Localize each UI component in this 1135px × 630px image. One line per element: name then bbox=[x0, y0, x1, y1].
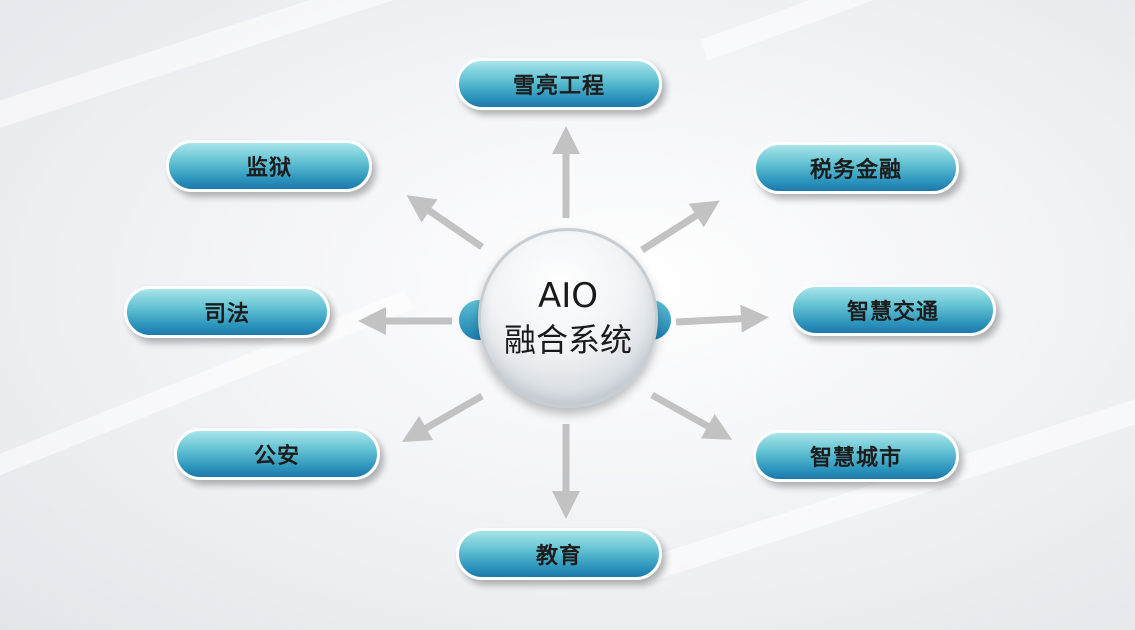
node-bottom-right: 智慧城市 bbox=[753, 430, 959, 482]
hub-title: AIO bbox=[537, 276, 599, 316]
node-left: 司法 bbox=[124, 286, 330, 338]
node-top-right: 税务金融 bbox=[753, 142, 959, 194]
node-top: 雪亮工程 bbox=[456, 58, 662, 110]
node-right: 智慧交通 bbox=[790, 284, 996, 336]
hub-circle: AIO 融合系统 bbox=[478, 228, 658, 408]
node-bottom: 教育 bbox=[456, 528, 662, 580]
hub-subtitle: 融合系统 bbox=[503, 321, 632, 359]
arrow-right bbox=[675, 304, 769, 333]
arrow-down-left bbox=[401, 392, 484, 442]
node-top-left: 监狱 bbox=[166, 140, 372, 192]
arrow-up-left bbox=[406, 195, 484, 250]
arrow-up-right bbox=[640, 200, 720, 253]
arrow-down-right bbox=[650, 391, 733, 440]
node-bottom-left: 公安 bbox=[174, 428, 380, 480]
